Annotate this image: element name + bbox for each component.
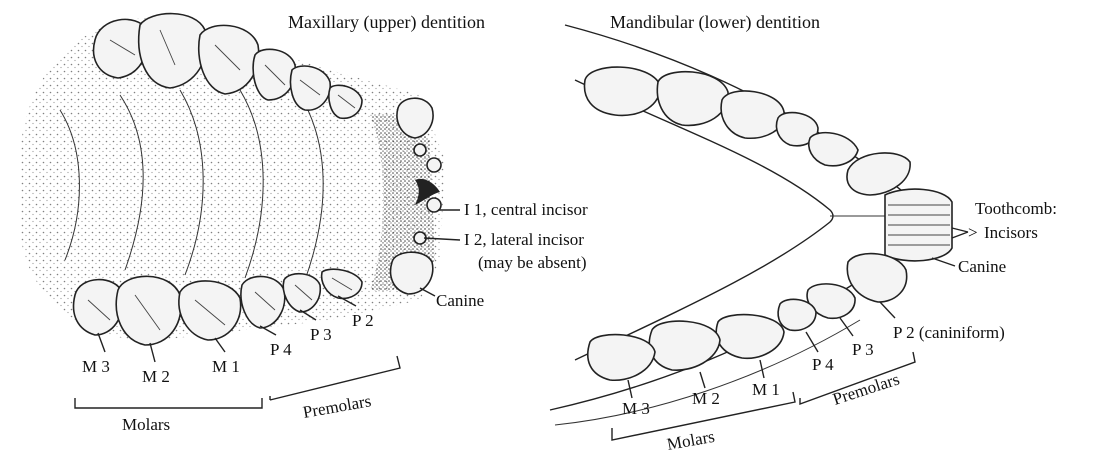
lower-label-incisors: Incisors — [984, 223, 1038, 242]
lower-label-p3: P 3 — [852, 340, 874, 359]
lower-label-m1: M 1 — [752, 380, 780, 399]
lower-label-m2: M 2 — [692, 389, 720, 408]
upper-canine-left — [397, 98, 433, 138]
upper-premolars-bracket — [270, 356, 400, 400]
upper-label-m1: M 1 — [212, 357, 240, 376]
upper-label-i2: I 2, lateral incisor — [464, 230, 584, 249]
lower-label-canine: Canine — [958, 257, 1006, 276]
lower-label-toothcomb: Toothcomb: — [975, 199, 1057, 218]
lower-label-m3: M 3 — [622, 399, 650, 418]
lower-label-premolars: Premolars — [830, 369, 901, 408]
upper-label-m2: M 2 — [142, 367, 170, 386]
upper-label-canine: Canine — [436, 291, 484, 310]
upper-label-p4: P 4 — [270, 340, 292, 359]
upper-label-i2-note: (may be absent) — [478, 253, 587, 272]
upper-canine-right — [391, 252, 433, 294]
upper-label-p2: P 2 — [352, 311, 374, 330]
maxillary-dentition: Maxillary (upper) dentition M 3 M 2 M 1 … — [20, 12, 588, 434]
lower-label-p2: P 2 (caniniform) — [893, 323, 1005, 342]
lower-title: Mandibular (lower) dentition — [610, 12, 820, 33]
mandibular-dentition: Mandibular (lower) dentition M 3 M 2 M 1… — [550, 12, 1057, 454]
lower-tooth-row-top — [584, 67, 910, 195]
upper-label-i1: I 1, central incisor — [464, 200, 588, 219]
lower-label-molars: Molars — [665, 427, 716, 454]
lower-label-p4: P 4 — [812, 355, 834, 374]
upper-label-premolars: Premolars — [301, 391, 372, 422]
upper-title: Maxillary (upper) dentition — [288, 12, 485, 33]
upper-label-m3: M 3 — [82, 357, 110, 376]
upper-label-molars: Molars — [122, 415, 170, 434]
lower-tooth-row-bottom — [588, 254, 907, 381]
toothcomb — [885, 189, 952, 261]
upper-label-p3: P 3 — [310, 325, 332, 344]
upper-molars-bracket — [75, 398, 262, 408]
incisors-arrow-glyph: > — [968, 223, 978, 242]
